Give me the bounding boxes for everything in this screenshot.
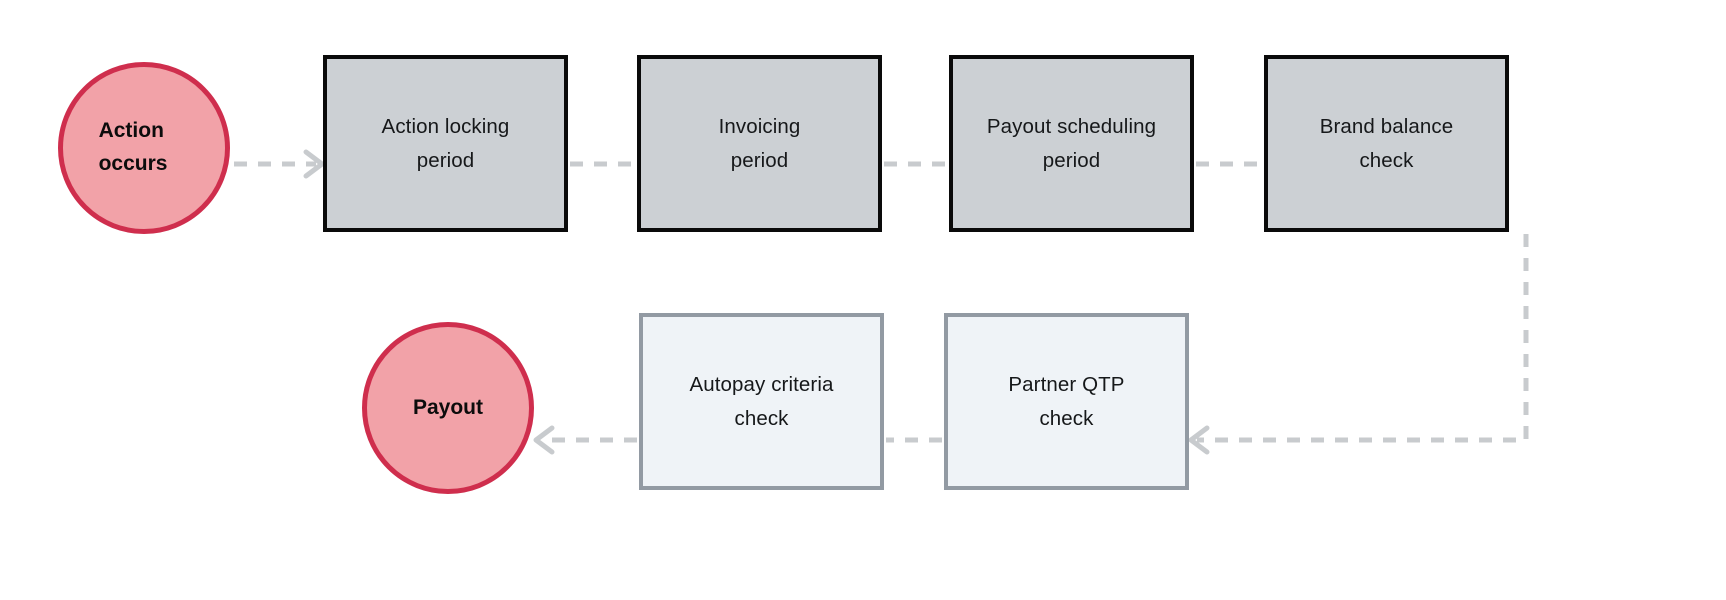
node-action-locking-period-label: Action locking period xyxy=(381,115,510,172)
node-payout-label: Payout xyxy=(412,395,483,419)
node-payout-scheduling-period[interactable]: Payout scheduling period xyxy=(949,55,1194,232)
node-payout-scheduling-period-label: Payout scheduling period xyxy=(986,115,1157,172)
node-action-locking-period[interactable]: Action locking period xyxy=(323,55,568,232)
node-brand-balance-check-label: Brand balance check xyxy=(1319,115,1454,172)
node-autopay-criteria-check-label: Autopay criteria check xyxy=(689,373,834,430)
edge-brand-to-partner-qtp xyxy=(1188,234,1529,455)
node-payout[interactable]: Payout xyxy=(362,322,534,494)
edge-action-to-locking xyxy=(234,149,325,179)
node-autopay-criteria-check[interactable]: Autopay criteria check xyxy=(639,313,884,490)
node-partner-qtp-check[interactable]: Partner QTP check xyxy=(944,313,1189,490)
node-partner-qtp-check-label: Partner QTP check xyxy=(1008,373,1125,430)
node-brand-balance-check[interactable]: Brand balance check xyxy=(1264,55,1509,232)
node-invoicing-period[interactable]: Invoicing period xyxy=(637,55,882,232)
edge-autopay-to-payout xyxy=(533,425,637,455)
node-action-occurs[interactable]: Action occurs xyxy=(58,62,230,234)
node-invoicing-period-label: Invoicing period xyxy=(718,115,801,172)
node-action-occurs-label: Action occurs xyxy=(98,119,168,175)
